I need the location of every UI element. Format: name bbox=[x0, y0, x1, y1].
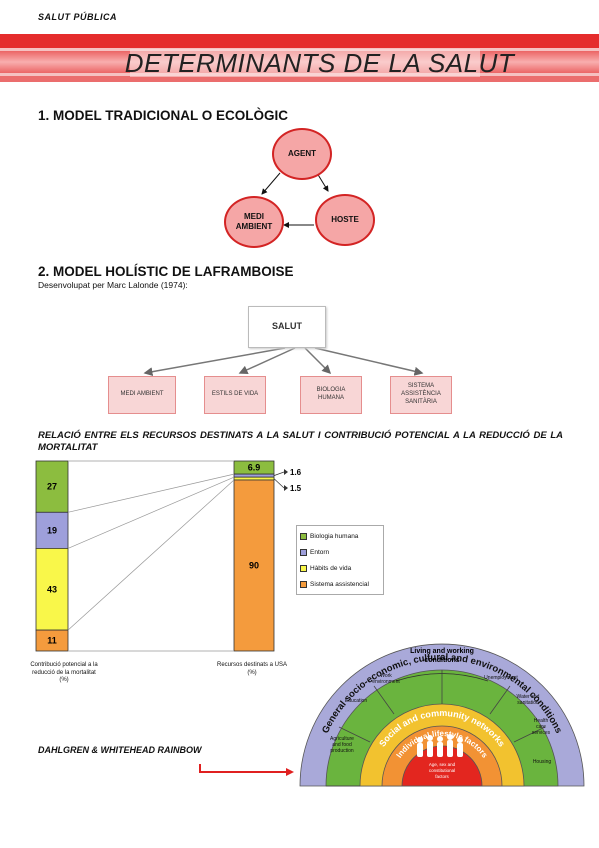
lalonde-child-sistema: SISTEMA ASSISTÈNCIA SANITÀRIA bbox=[390, 376, 452, 414]
living-label-2: conditions bbox=[424, 657, 459, 664]
lalonde-child-estils-de-vida: ESTILS DE VIDA bbox=[204, 376, 266, 414]
segment-work-2: environment bbox=[372, 679, 400, 685]
relation-title: RELACIÓ ENTRE ELS RECURSOS DESTINATS A L… bbox=[38, 430, 563, 453]
lalonde-child-label: HUMANA bbox=[317, 395, 344, 401]
legend-swatch bbox=[300, 548, 307, 556]
bar-segment-1-4 bbox=[35, 629, 69, 652]
bar1-caption-line: reducció de la mortalitat bbox=[32, 669, 96, 676]
lalonde-root-label: SALUT bbox=[272, 321, 302, 332]
page-title: DETERMINANTS DE LA SALUT bbox=[124, 48, 515, 78]
section2-title: 2. MODEL HOLÍSTIC DE LAFRAMBOISE bbox=[38, 264, 294, 279]
bar1-value-label: 11 bbox=[47, 636, 57, 646]
bar-segment-2-3 bbox=[233, 476, 275, 481]
node-agent-label: AGENT bbox=[288, 149, 316, 159]
legend-item: Hàbits de vida bbox=[300, 560, 380, 576]
living-conditions-arrow bbox=[395, 673, 489, 682]
bar2-callout-habits-label: 1.5 bbox=[290, 484, 302, 493]
node-ambient-label: AMBIENT bbox=[235, 222, 273, 231]
segment-agri-1: Agriculture bbox=[330, 736, 354, 742]
lalonde-child-label: MEDI AMBIENT bbox=[120, 391, 164, 398]
lalonde-child-label: BIOLOGIA bbox=[316, 387, 346, 394]
connector-line bbox=[67, 479, 235, 631]
node-hoste-label: HOSTE bbox=[331, 215, 359, 225]
node-medi-ambient: MEDI AMBIENT bbox=[224, 196, 284, 248]
bar1-value-label: 19 bbox=[47, 525, 57, 535]
legend-label: Sistema assistencial bbox=[310, 580, 369, 588]
lalonde-child-label: SANITÀRIA bbox=[405, 398, 437, 405]
bar2-caption-line: Recursos destinats a USA bbox=[216, 662, 288, 668]
node-agent: AGENT bbox=[272, 128, 332, 180]
segment-agri-2: and food bbox=[332, 742, 352, 748]
lalonde-child-label: ASSISTÈNCIA bbox=[401, 391, 441, 398]
bar2-value-label: 90 bbox=[249, 561, 259, 571]
bar1-caption-line: (%) bbox=[59, 677, 69, 683]
legend-swatch bbox=[300, 564, 307, 572]
bar2-callout-habits-arrow-icon bbox=[284, 485, 288, 491]
legend-swatch bbox=[300, 580, 307, 588]
bar-segment-1-1 bbox=[35, 460, 69, 513]
segment-education: Education bbox=[345, 698, 367, 704]
bar2-callout-entorn-arrow-icon bbox=[284, 469, 288, 475]
title-banner bbox=[0, 34, 599, 82]
segment-work-1: Work bbox=[380, 673, 392, 679]
rainbow-title: DAHLGREN & WHITEHEAD RAINBOW bbox=[38, 745, 202, 755]
ecological-model-arrows bbox=[261, 172, 329, 228]
lalonde-root: SALUT bbox=[248, 306, 326, 348]
segment-health-1: Health bbox=[534, 718, 549, 724]
bar-segment-2-4 bbox=[233, 479, 275, 652]
bar1-value-label: 27 bbox=[47, 482, 57, 492]
chart-legend: Biologia humana Entorn Hàbits de vida Si… bbox=[296, 525, 384, 595]
rainbow-pointer-arrow bbox=[199, 764, 294, 776]
legend-swatch bbox=[300, 532, 307, 540]
lalonde-child-label: ESTILS DE VIDA bbox=[211, 391, 259, 398]
core-label-3: factors bbox=[435, 774, 449, 779]
segment-agri-3: production bbox=[330, 748, 354, 754]
resources-chart: 27 19 43 11 6.9 90 1.6 1.5 bbox=[35, 460, 302, 652]
section1-title: 1. MODEL TRADICIONAL O ECOLÒGIC bbox=[38, 108, 289, 123]
node-medi-label: MEDI bbox=[244, 212, 264, 222]
dahlgren-whitehead-rainbow: General socio-economic, cultural and env… bbox=[299, 643, 585, 787]
bar2-caption: Recursos destinats a USA (%) bbox=[204, 662, 300, 677]
core-label-2: constitutional bbox=[429, 768, 455, 773]
segment-housing: Housing bbox=[533, 759, 552, 765]
legend-item: Biologia humana bbox=[300, 528, 380, 544]
people-silhouettes-icon bbox=[417, 734, 463, 757]
legend-label: Biologia humana bbox=[310, 532, 359, 540]
rainbow-segment-dividers bbox=[326, 670, 546, 787]
segment-water-1: Water and bbox=[517, 694, 540, 700]
segment-unemployment: Unemployment bbox=[484, 675, 518, 681]
node-hoste: HOSTE bbox=[315, 194, 375, 246]
bar1-caption: Contribució potencial a la reducció de l… bbox=[22, 662, 106, 685]
bar2-callout-entorn-line bbox=[273, 471, 285, 476]
lalonde-child-label: SISTEMA bbox=[407, 383, 435, 390]
section2-subtitle: Desenvolupat per Marc Lalonde (1974): bbox=[38, 280, 188, 290]
bar-segment-2-2 bbox=[233, 473, 275, 478]
legend-label: Entorn bbox=[310, 548, 330, 556]
bar2-callout-habits-line bbox=[273, 478, 285, 489]
legend-item: Entorn bbox=[300, 544, 380, 560]
segment-water-2: sanitation bbox=[517, 700, 539, 706]
lalonde-connectors bbox=[143, 347, 424, 377]
legend-label: Hàbits de vida bbox=[310, 564, 352, 572]
segment-health-2: care bbox=[536, 724, 546, 730]
connector-line bbox=[67, 476, 235, 549]
bar2-callout-entorn-label: 1.6 bbox=[290, 468, 302, 477]
core-label-1: Age, sex and bbox=[429, 762, 456, 767]
living-label-1: Living and working bbox=[410, 648, 474, 655]
bar2-caption-line: (%) bbox=[247, 669, 257, 676]
header-label: SALUT PÚBLICA bbox=[38, 12, 117, 22]
legend-item: Sistema assistencial bbox=[300, 576, 380, 592]
bar1-value-label: 43 bbox=[47, 584, 57, 594]
bar-segment-1-3 bbox=[35, 548, 69, 631]
bar1-caption-line: Contribució potencial a la bbox=[30, 662, 98, 668]
segment-health-3: services bbox=[532, 730, 551, 736]
lalonde-child-medi-ambient: MEDI AMBIENT bbox=[108, 376, 176, 414]
connector-line bbox=[67, 473, 235, 513]
lalonde-child-biologia-humana: BIOLOGIA HUMANA bbox=[300, 376, 362, 414]
bar2-value-label: 6.9 bbox=[248, 463, 261, 473]
